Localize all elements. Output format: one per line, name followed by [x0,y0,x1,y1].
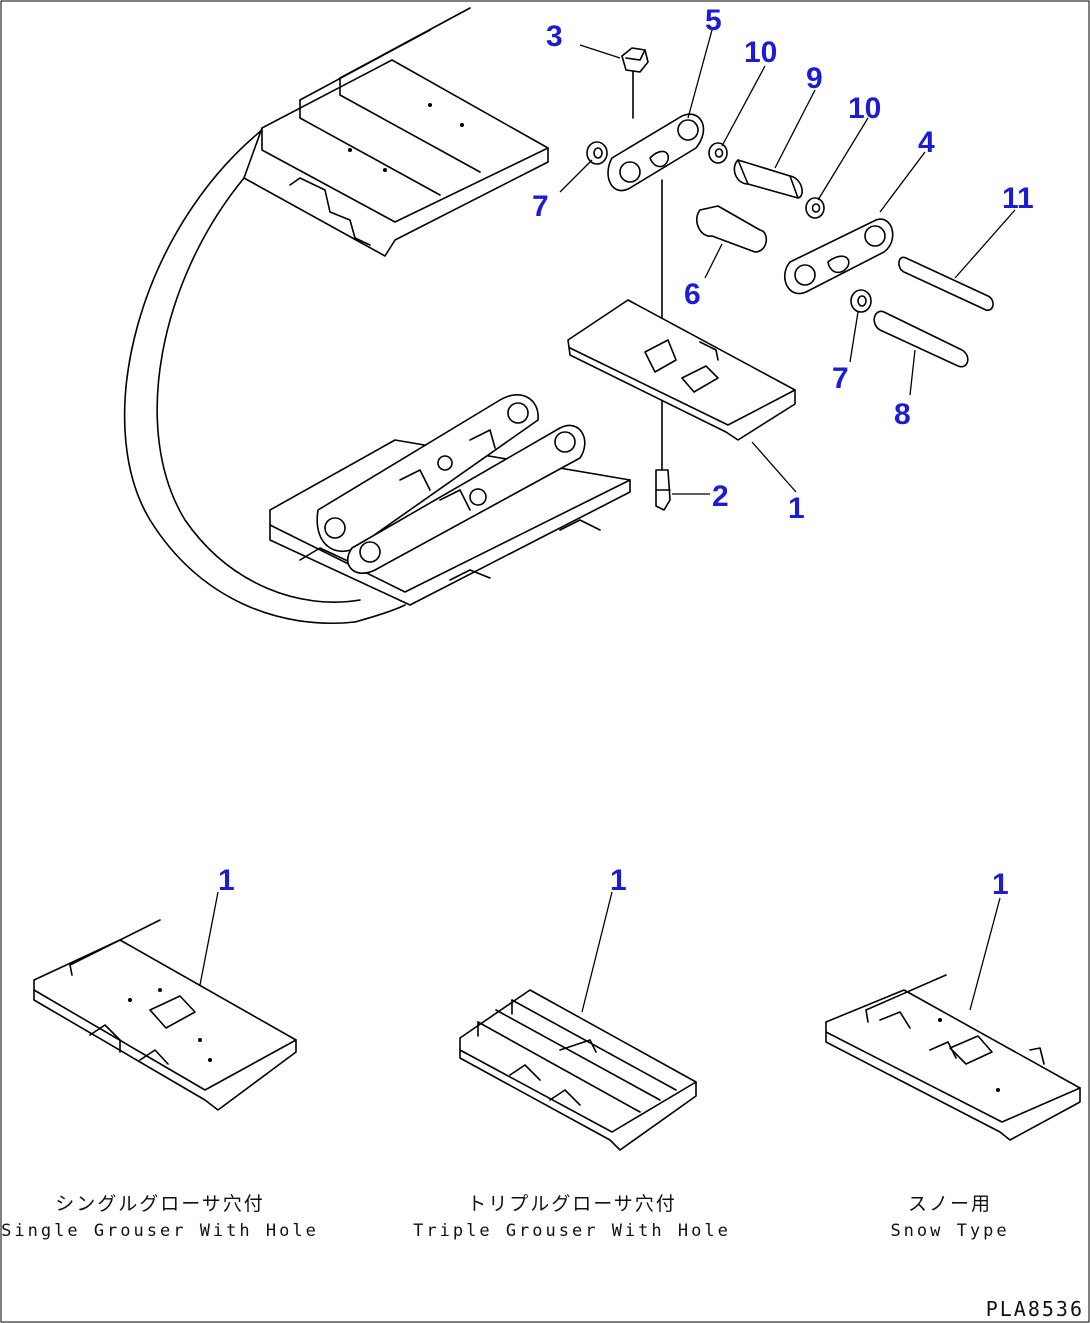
callout-10-left: 10 [744,36,777,69]
callout-9: 9 [806,62,823,95]
bushing-part-6 [696,205,768,253]
captions: シングルグローサ穴付 Single Grouser With Hole トリプル… [1,1193,1084,1321]
caption-single-en: Single Grouser With Hole [1,1221,319,1241]
callout-8: 8 [894,398,911,431]
seal-part-7-left [586,141,608,165]
track-assembly-illustration [123,7,631,624]
pin-part-11 [898,256,994,311]
shoe-variant-snow-type [825,974,1081,1141]
callout-4: 4 [918,126,935,159]
callout-11: 11 [1002,182,1034,215]
callout-1-single: 1 [218,864,235,897]
callout-7-left: 7 [532,190,549,223]
leader-lines [199,29,1016,1013]
caption-snow-en: Snow Type [890,1221,1009,1241]
caption-single-jp: シングルグローサ穴付 [55,1193,265,1215]
callout-7-right: 7 [832,362,849,395]
callouts: 3 5 10 9 10 4 11 7 6 7 8 2 1 1 1 1 [218,4,1034,901]
pin-part-8 [873,310,969,368]
callout-1-main: 1 [788,492,805,525]
master-link-part-5 [607,113,705,192]
callout-3: 3 [546,20,563,53]
callout-1-snow: 1 [992,868,1009,901]
spacer-part-10-right [805,197,825,219]
callout-5: 5 [705,4,722,37]
shoe-part-1-main [567,299,796,441]
exploded-parts-illustration [567,47,994,511]
drawing-code: PLA8536 [986,1297,1084,1321]
spacer-part-10-left [708,142,728,164]
shoe-variant-single-grouser [33,919,297,1111]
shoe-variant-triple-grouser [459,989,697,1151]
caption-triple-en: Triple Grouser With Hole [413,1221,731,1241]
caption-triple-jp: トリプルグローサ穴付 [467,1193,677,1215]
seal-part-7-right [850,289,872,313]
callout-6: 6 [684,278,701,311]
callout-2: 2 [712,480,729,513]
caption-snow-jp: スノー用 [908,1193,992,1215]
callout-10-right: 10 [848,92,881,125]
callout-1-triple: 1 [610,864,627,897]
